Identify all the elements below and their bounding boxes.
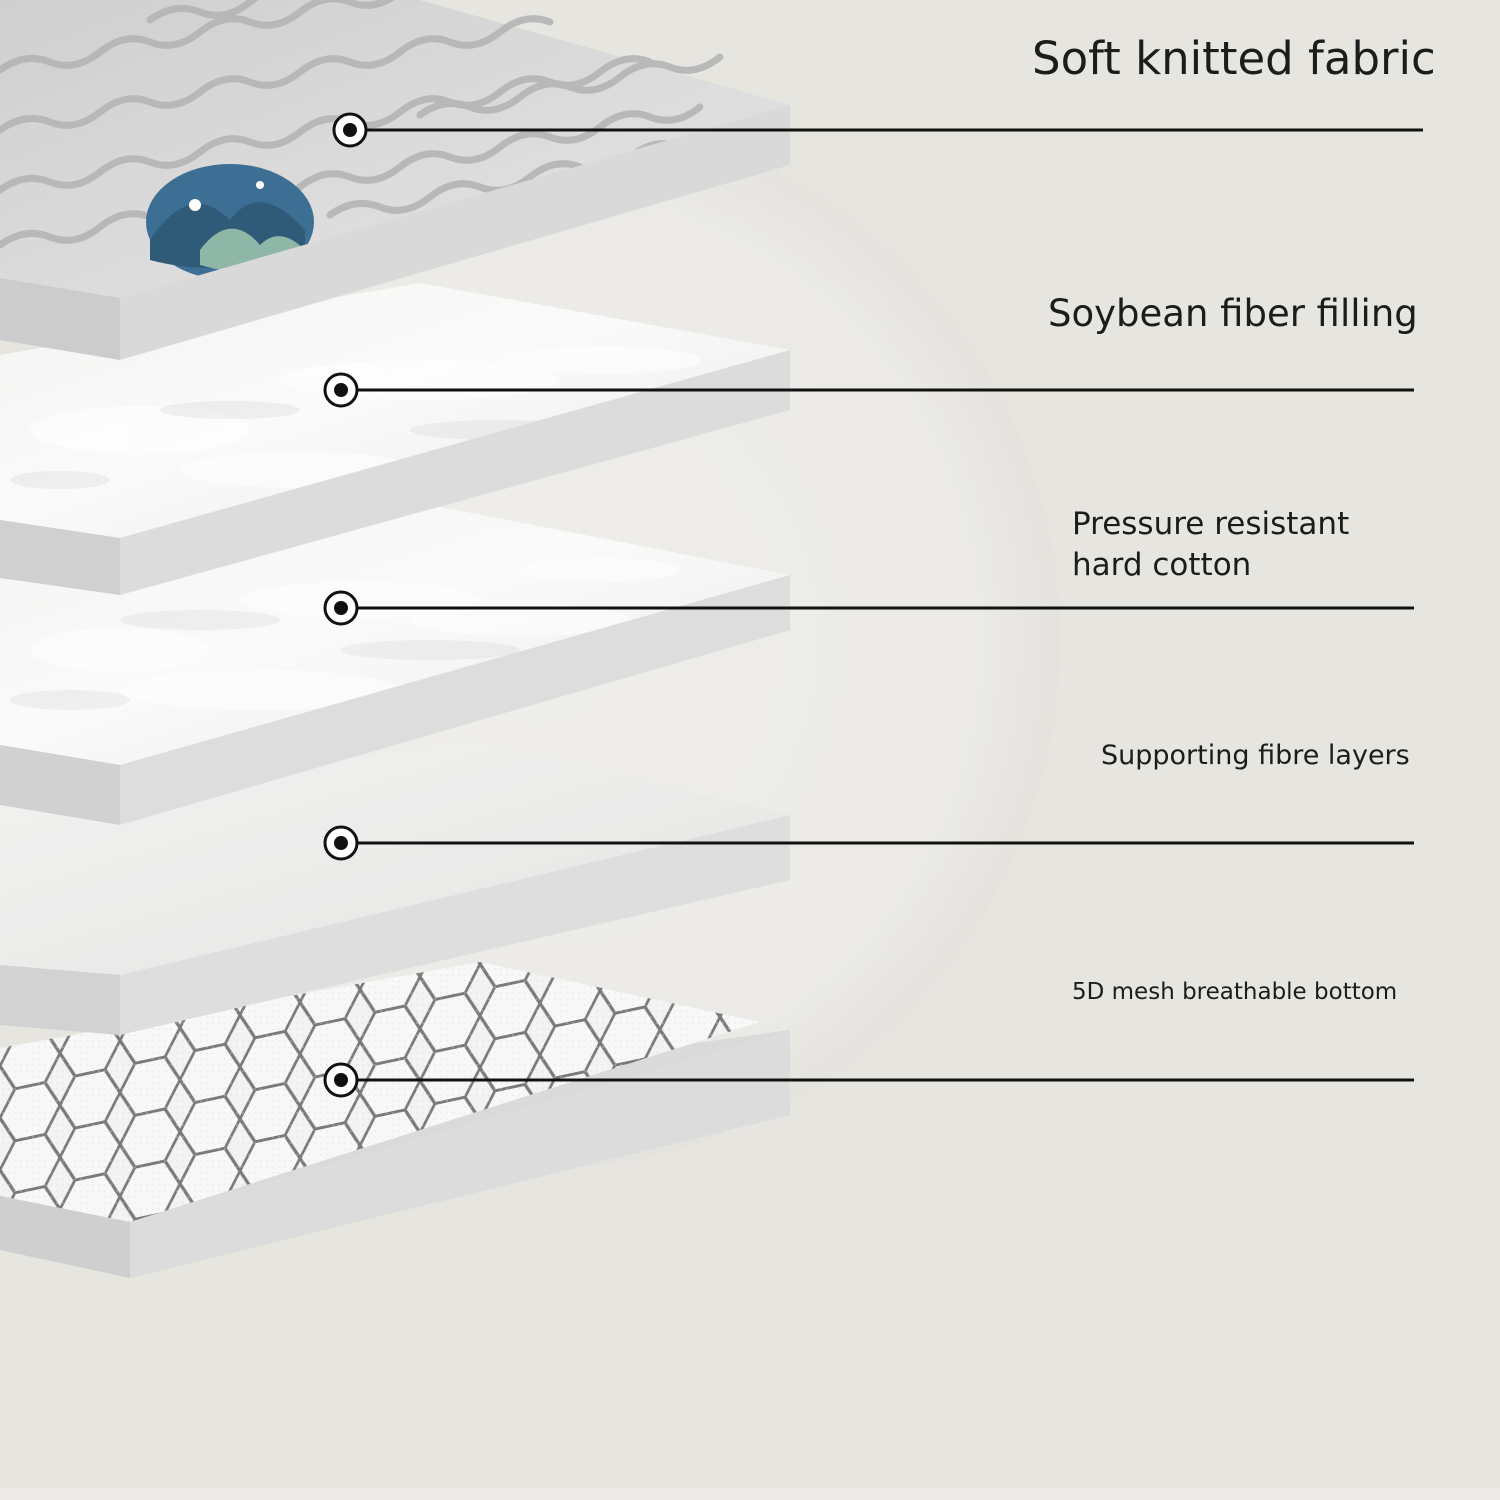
layer-soybean-fiber [0, 283, 790, 595]
callout-2 [323, 372, 1414, 408]
label-hard-cotton-line-1: Pressure resistant [1072, 506, 1350, 542]
label-hard-cotton-line-2: hard cotton [1072, 547, 1252, 583]
callout-5 [323, 1062, 1414, 1098]
callout-3 [323, 590, 1414, 626]
label-soybean-fiber-filling: Soybean fiber filling [1048, 292, 1418, 335]
badge-icon [146, 164, 314, 280]
layer-knitted-fabric [0, 0, 790, 360]
layer-mesh-bottom [0, 962, 790, 1278]
label-mesh-breathable-bottom: 5D mesh breathable bottom [1072, 979, 1398, 1005]
callout-1 [332, 112, 1423, 148]
label-supporting-fibre-layers: Supporting fibre layers [1101, 740, 1410, 771]
callout-4 [323, 825, 1414, 861]
label-soft-knitted-fabric: Soft knitted fabric [1032, 32, 1436, 85]
